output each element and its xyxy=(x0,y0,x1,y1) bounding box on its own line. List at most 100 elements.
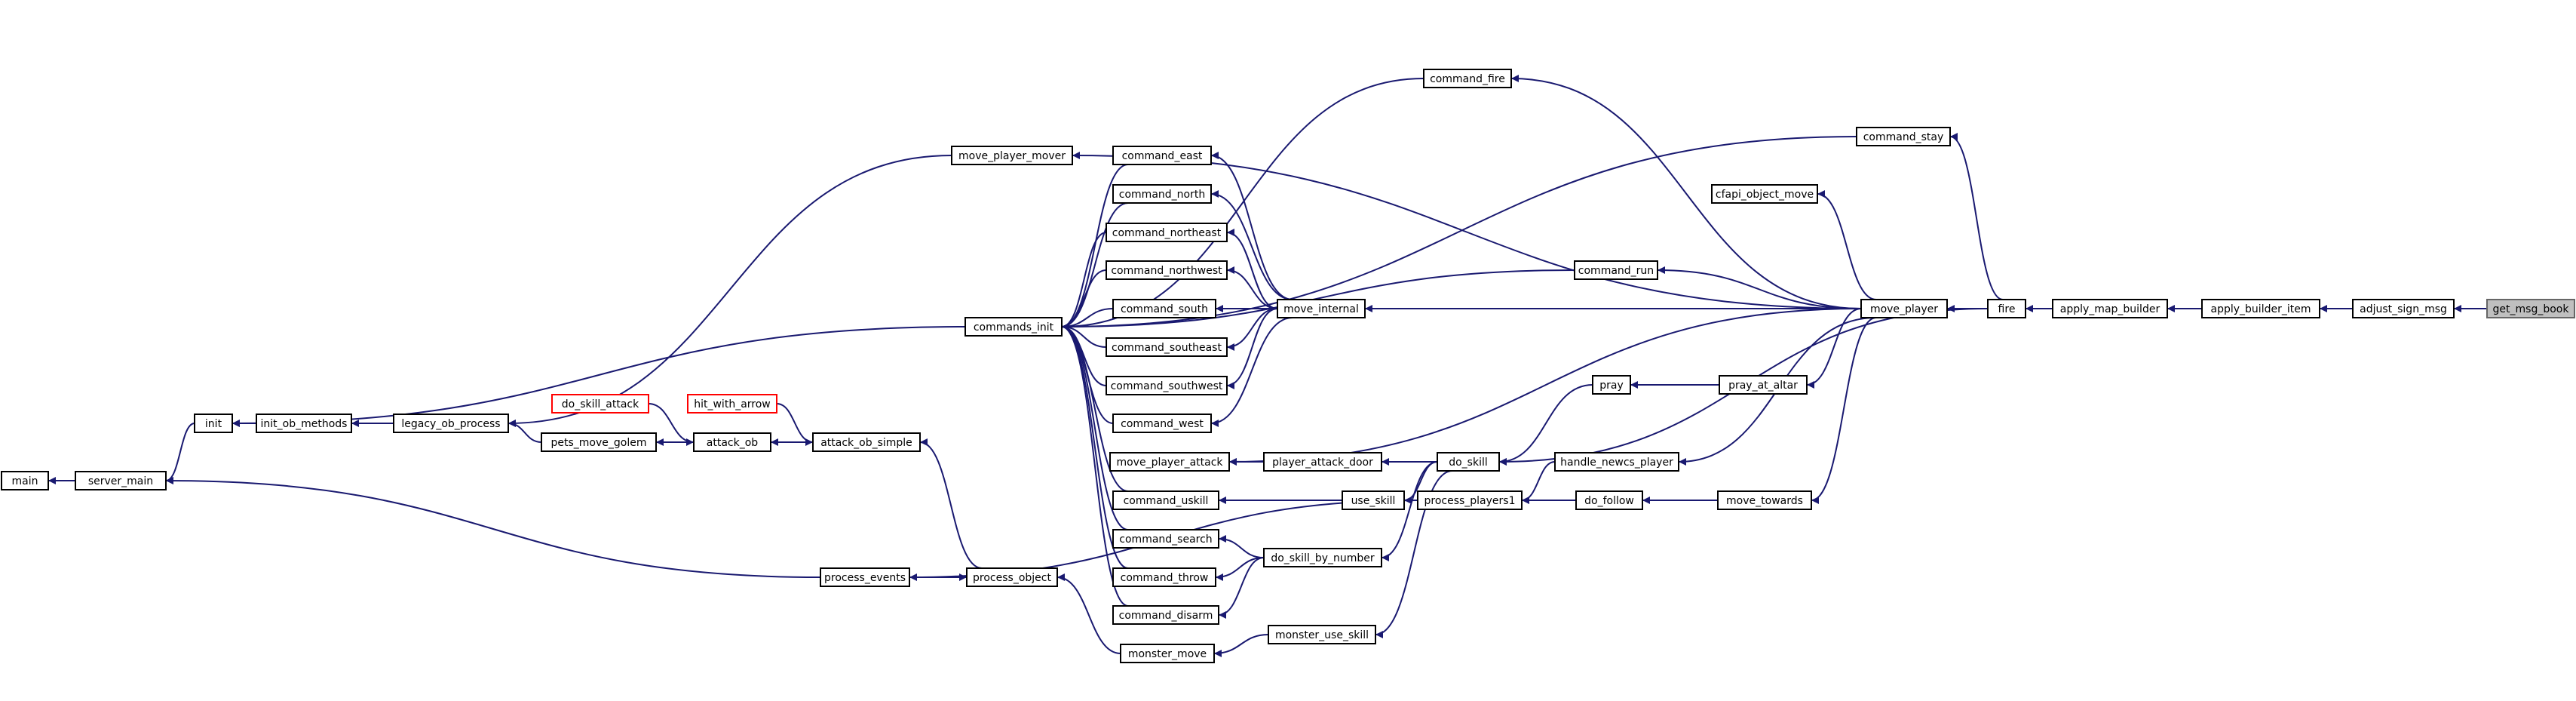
node-command_throw[interactable]: command_throw xyxy=(1112,567,1216,587)
node-label-process_object: process_object xyxy=(973,572,1051,584)
node-main[interactable]: main xyxy=(1,471,49,490)
node-apply_builder_item[interactable]: apply_builder_item xyxy=(2201,299,2320,318)
node-box-adjust_sign_msg xyxy=(2352,299,2455,318)
arrowhead-commands_init-to-init xyxy=(232,420,240,427)
node-command_west[interactable]: command_west xyxy=(1112,414,1212,433)
arrowhead-process_players1-to-process_events xyxy=(909,573,917,581)
node-commands_init[interactable]: commands_init xyxy=(964,317,1063,337)
arrowhead-move_internal-to-command_northwest xyxy=(1227,266,1234,274)
arrowhead-move_player-to-cfapi_object_move xyxy=(1817,190,1825,198)
node-label-pets_move_golem: pets_move_golem xyxy=(551,437,647,449)
node-command_south[interactable]: command_south xyxy=(1112,299,1216,318)
node-move_player[interactable]: move_player xyxy=(1860,299,1948,318)
call-nodes: main server_main init init_ob_methods legacy… xyxy=(1,69,2575,663)
node-label-move_towards: move_towards xyxy=(1726,495,1803,507)
node-box-move_player_mover xyxy=(951,146,1073,165)
edge-move_internal-to-command_southwest xyxy=(1226,308,1278,386)
node-move_player_mover[interactable]: move_player_mover xyxy=(951,146,1073,165)
node-command_southeast[interactable]: command_southeast xyxy=(1106,337,1228,357)
node-box-move_internal xyxy=(1277,299,1366,318)
node-command_northwest[interactable]: command_northwest xyxy=(1106,260,1228,280)
node-do_skill_by_number[interactable]: do_skill_by_number xyxy=(1263,548,1382,567)
arrowhead-use_skill-to-command_uskill xyxy=(1219,497,1226,504)
edge-command_disarm-to-commands_init xyxy=(1061,326,1129,607)
node-command_east[interactable]: command_east xyxy=(1112,146,1212,165)
node-command_north[interactable]: command_north xyxy=(1112,184,1212,204)
node-use_skill[interactable]: use_skill xyxy=(1342,490,1405,510)
node-label-do_skill: do_skill xyxy=(1449,457,1488,469)
node-do_skill_attack[interactable]: do_skill_attack xyxy=(551,394,649,414)
node-init_ob_methods[interactable]: init_ob_methods xyxy=(256,414,352,433)
arrowhead-move_towards-to-do_follow xyxy=(1642,497,1650,504)
node-server_main[interactable]: server_main xyxy=(75,471,167,490)
node-label-move_player_attack: move_player_attack xyxy=(1116,457,1223,469)
node-move_player_attack[interactable]: move_player_attack xyxy=(1109,452,1230,472)
node-label-command_southwest: command_southwest xyxy=(1111,380,1223,392)
node-command_uskill[interactable]: command_uskill xyxy=(1112,490,1219,510)
node-get_msg_book[interactable]: get_msg_book xyxy=(2486,299,2575,318)
node-legacy_ob_process[interactable]: legacy_ob_process xyxy=(393,414,509,433)
arrowhead-move_internal-to-command_northeast xyxy=(1227,229,1234,236)
node-box-monster_use_skill xyxy=(1268,625,1376,644)
node-fire[interactable]: fire xyxy=(1987,299,2026,318)
arrowhead-move_player-to-move_player_mover xyxy=(1072,152,1080,159)
arrowhead-legacy_ob_process-to-init_ob_methods xyxy=(351,420,359,427)
arrowhead-move_internal-to-command_south xyxy=(1216,305,1223,312)
node-label-command_stay: command_stay xyxy=(1863,131,1944,143)
node-process_players1[interactable]: process_players1 xyxy=(1417,490,1523,510)
node-command_southwest[interactable]: command_southwest xyxy=(1106,376,1228,395)
arrowhead-move_internal-to-command_southwest xyxy=(1227,382,1234,389)
node-label-monster_use_skill: monster_use_skill xyxy=(1275,629,1369,641)
node-monster_move[interactable]: monster_move xyxy=(1120,644,1215,663)
node-pray[interactable]: pray xyxy=(1592,375,1631,395)
node-do_follow[interactable]: do_follow xyxy=(1575,490,1643,510)
node-box-command_search xyxy=(1112,529,1219,549)
node-move_internal[interactable]: move_internal xyxy=(1277,299,1366,318)
arrowhead-move_player-to-command_fire xyxy=(1511,75,1519,82)
node-label-hit_with_arrow: hit_with_arrow xyxy=(694,398,771,410)
arrowhead-do_skill-to-player_attack_door xyxy=(1382,458,1389,466)
node-process_object[interactable]: process_object xyxy=(966,567,1058,587)
arrowhead-move_player-to-pray_at_altar xyxy=(1807,381,1814,389)
arrowhead-do_skill-to-monster_use_skill xyxy=(1375,631,1383,638)
node-label-init: init xyxy=(205,418,222,430)
edge-command_east-to-commands_init xyxy=(1061,164,1129,327)
node-label-attack_ob_simple: attack_ob_simple xyxy=(820,437,912,449)
node-label-apply_map_builder: apply_map_builder xyxy=(2060,303,2160,315)
node-label-command_west: command_west xyxy=(1121,418,1204,430)
node-handle_newcs_player[interactable]: handle_newcs_player xyxy=(1554,452,1679,472)
node-cfapi_object_move[interactable]: cfapi_object_move xyxy=(1711,184,1818,204)
node-pets_move_golem[interactable]: pets_move_golem xyxy=(541,432,657,452)
node-process_events[interactable]: process_events xyxy=(820,567,910,587)
node-pray_at_altar[interactable]: pray_at_altar xyxy=(1719,375,1808,395)
node-player_attack_door[interactable]: player_attack_door xyxy=(1263,452,1382,472)
node-command_search[interactable]: command_search xyxy=(1112,529,1219,549)
node-box-attack_ob_simple xyxy=(812,432,921,452)
node-label-legacy_ob_process: legacy_ob_process xyxy=(401,418,500,430)
edge-move_internal-to-command_north xyxy=(1210,193,1293,300)
node-attack_ob[interactable]: attack_ob xyxy=(693,432,771,452)
node-init[interactable]: init xyxy=(194,414,233,433)
node-box-command_fire xyxy=(1423,69,1512,88)
node-monster_use_skill[interactable]: monster_use_skill xyxy=(1268,625,1376,644)
node-do_skill[interactable]: do_skill xyxy=(1437,452,1500,472)
node-command_northeast[interactable]: command_northeast xyxy=(1106,223,1228,242)
arrowhead-get_msg_book-to-adjust_sign_msg xyxy=(2454,305,2461,312)
node-box-init_ob_methods xyxy=(256,414,352,433)
node-hit_with_arrow[interactable]: hit_with_arrow xyxy=(687,394,777,414)
node-apply_map_builder[interactable]: apply_map_builder xyxy=(2052,299,2168,318)
node-command_fire[interactable]: command_fire xyxy=(1423,69,1512,88)
arrowhead-fire-to-do_skill xyxy=(1499,458,1507,466)
node-command_run[interactable]: command_run xyxy=(1574,260,1658,280)
node-box-command_southwest xyxy=(1106,376,1228,395)
node-label-move_internal: move_internal xyxy=(1283,303,1359,315)
node-attack_ob_simple[interactable]: attack_ob_simple xyxy=(812,432,921,452)
node-move_towards[interactable]: move_towards xyxy=(1717,490,1812,510)
node-command_stay[interactable]: command_stay xyxy=(1856,127,1951,146)
node-command_disarm[interactable]: command_disarm xyxy=(1112,605,1219,625)
node-adjust_sign_msg[interactable]: adjust_sign_msg xyxy=(2352,299,2455,318)
arrowhead-fire-to-command_stay xyxy=(1950,133,1958,140)
arrowhead-do_skill_attack-to-attack_ob xyxy=(686,438,694,446)
arrowhead-move_player_mover-to-legacy_ob_process xyxy=(508,420,516,427)
edge-fire-to-command_stay xyxy=(1949,136,2004,300)
